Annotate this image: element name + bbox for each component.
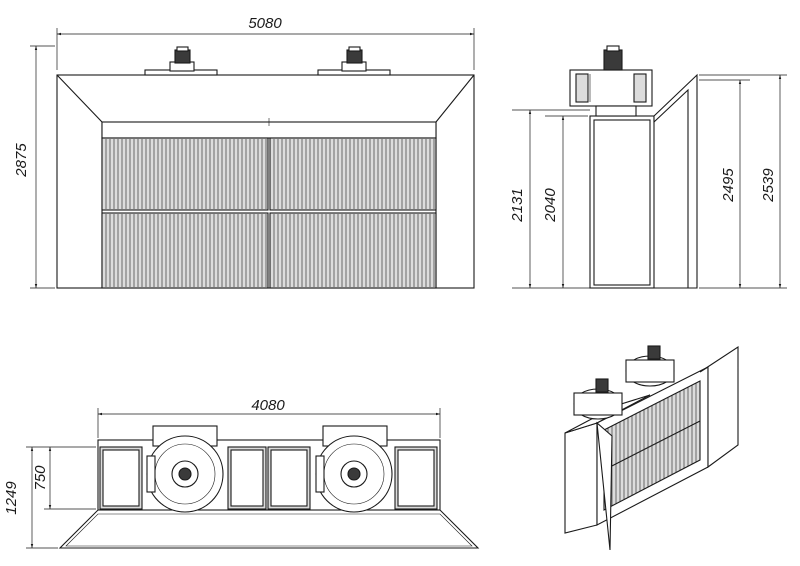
dimension-top-width: 4080 bbox=[251, 397, 285, 414]
top-fan-left bbox=[146, 425, 224, 513]
fan-motor-left bbox=[144, 46, 218, 76]
dimension-top-d1: 750 bbox=[32, 465, 49, 491]
side-view: 2131 2040 2495 2539 bbox=[509, 45, 787, 289]
front-louvers bbox=[105, 139, 435, 287]
dimension-top-d2: 1249 bbox=[3, 481, 20, 515]
dimension-side-h4: 2539 bbox=[760, 168, 777, 203]
filter-panel bbox=[269, 137, 437, 211]
top-view: 4080 750 1249 bbox=[3, 397, 480, 549]
top-fan-right bbox=[315, 425, 393, 513]
dimension-side-h3: 2495 bbox=[720, 168, 737, 203]
front-view: 5080 2875 bbox=[13, 15, 475, 289]
filter-panel bbox=[269, 212, 437, 289]
iso-fan-back bbox=[625, 345, 675, 387]
top-floor-trapezoid bbox=[58, 509, 480, 549]
iso-fan-front bbox=[573, 378, 623, 420]
dimension-side-h2: 2040 bbox=[542, 188, 559, 223]
fan-motor-right bbox=[317, 46, 391, 76]
dimension-front-width: 5080 bbox=[248, 15, 282, 32]
dimension-front-height: 2875 bbox=[13, 143, 30, 178]
filter-panel bbox=[101, 137, 269, 211]
iso-side-block bbox=[564, 422, 598, 534]
dimension-side-h1: 2131 bbox=[509, 188, 526, 222]
filter-panel bbox=[101, 212, 269, 289]
isometric-view bbox=[564, 345, 739, 551]
